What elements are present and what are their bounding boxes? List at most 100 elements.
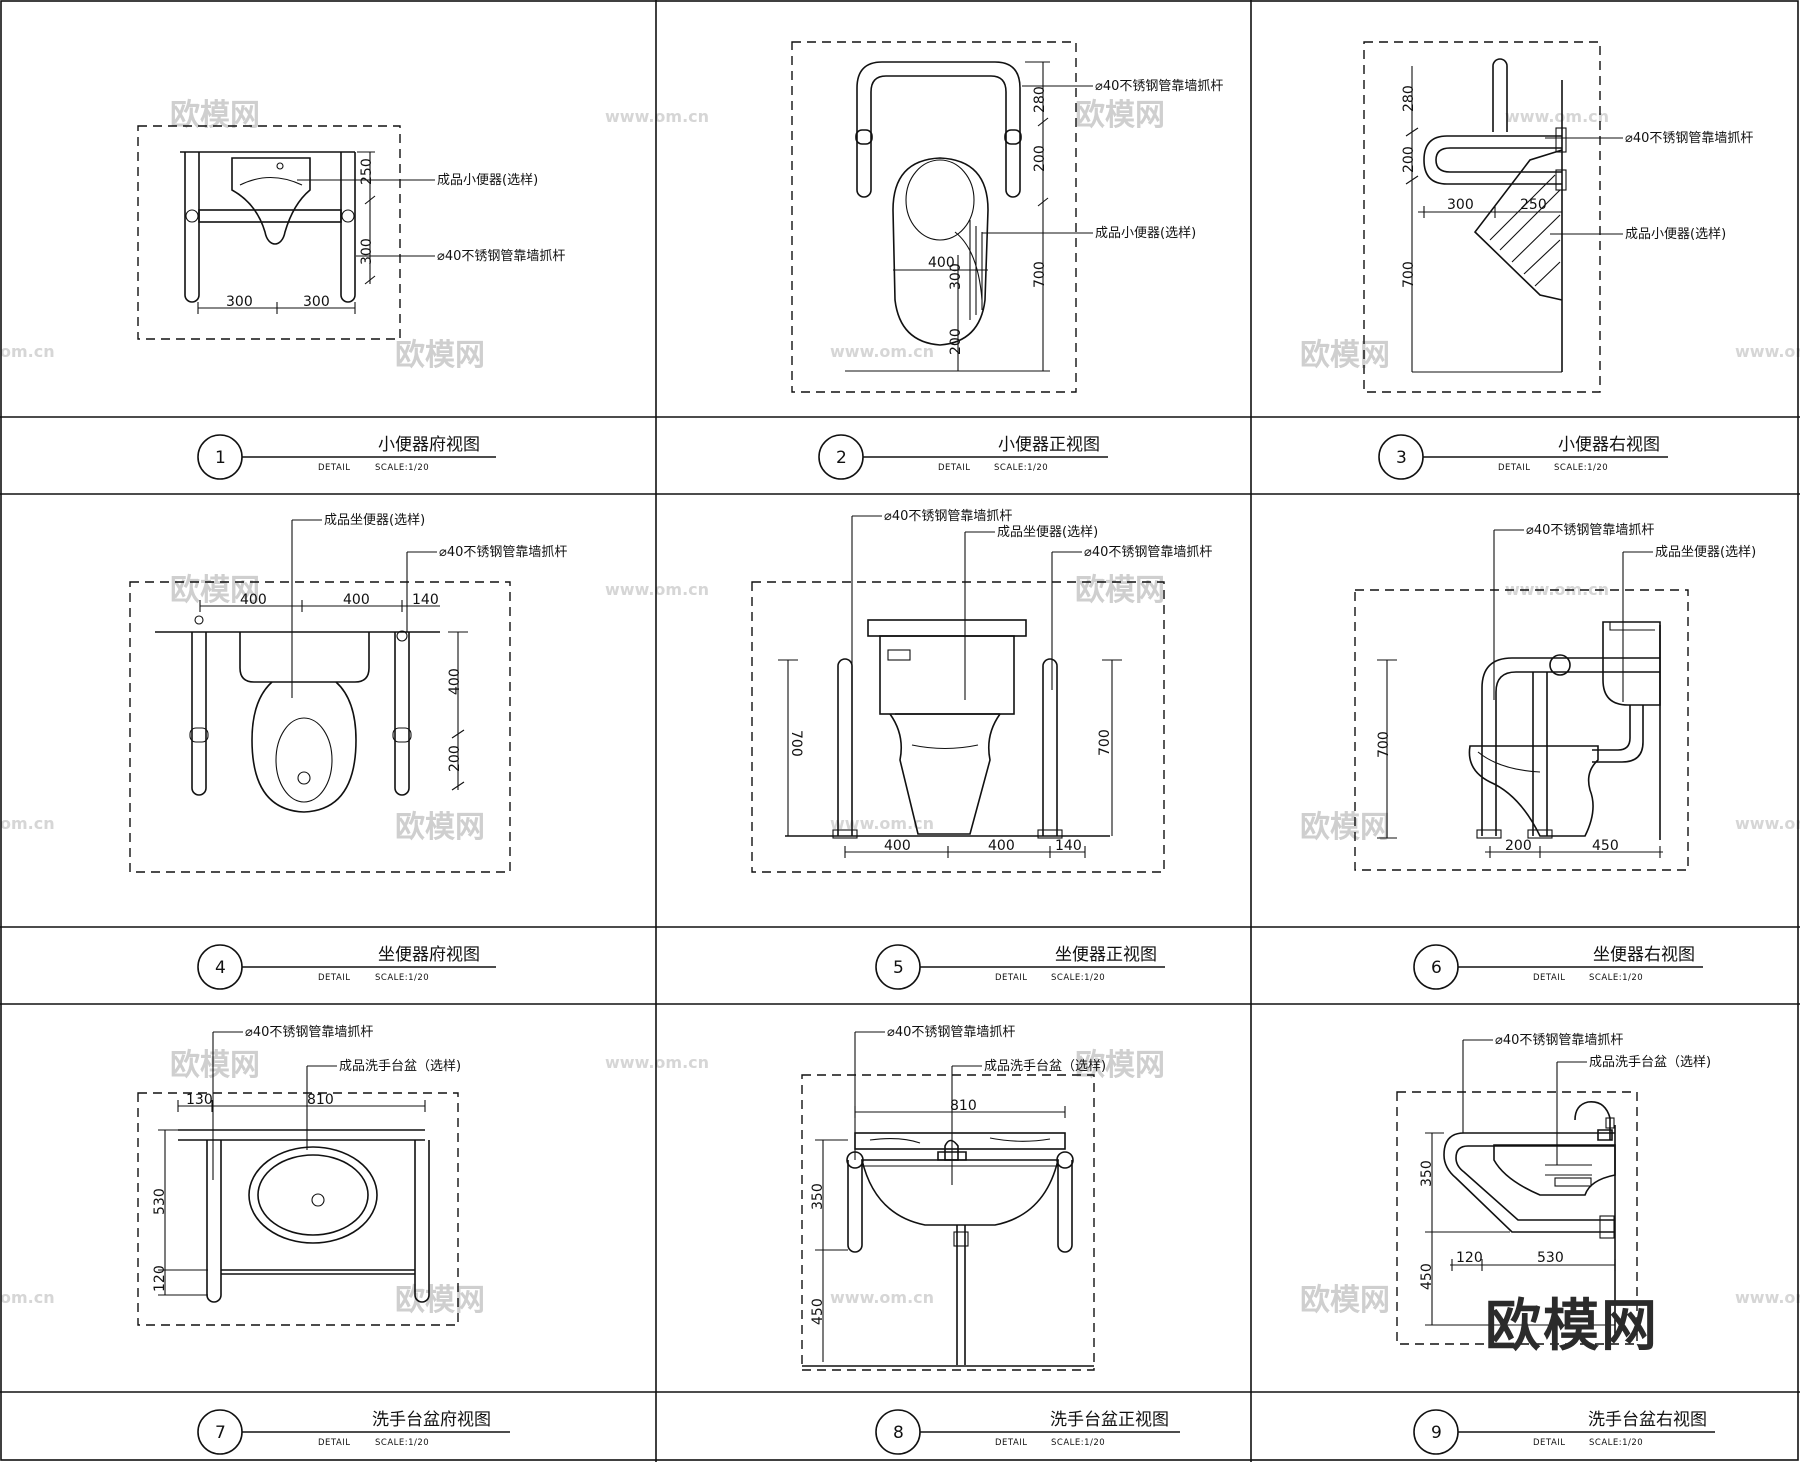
callout-grab-bar: ⌀40不锈钢管靠墙抓杆 xyxy=(245,1025,373,1040)
title-block-2: 2 小便器正视图 DETAIL SCALE:1/20 xyxy=(818,434,1108,480)
svg-text:om.cn: om.cn xyxy=(0,814,55,833)
svg-text:www.om.cn: www.om.cn xyxy=(605,107,709,126)
svg-text:欧模网: 欧模网 xyxy=(170,98,260,133)
view-title: 小便器府视图 xyxy=(378,435,480,455)
svg-text:400: 400 xyxy=(988,838,1015,854)
svg-text:350: 350 xyxy=(1419,1160,1435,1187)
svg-text:3: 3 xyxy=(1396,448,1407,468)
svg-text:700: 700 xyxy=(1097,729,1113,756)
panel-3-urinal-side-view: 280 200 700 300 250 ⌀40不锈钢管靠墙抓杆 成品小便器(选样… xyxy=(1363,41,1753,393)
svg-text:700: 700 xyxy=(1032,261,1048,288)
svg-text:200: 200 xyxy=(447,745,463,772)
callout-grab-bar: ⌀40不锈钢管靠墙抓杆 xyxy=(1095,79,1223,94)
svg-text:SCALE:1/20: SCALE:1/20 xyxy=(1589,973,1643,983)
callout-toilet: 成品坐便器(选样) xyxy=(324,513,425,528)
svg-text:www.om.cn: www.om.cn xyxy=(605,580,709,599)
svg-text:欧模网: 欧模网 xyxy=(395,1283,485,1318)
watermarks: 欧模网 www.om.cn 欧模网 www.om.cn om.cn 欧模网 ww… xyxy=(0,98,1800,1318)
svg-text:www.om.cn: www.om.cn xyxy=(830,814,934,833)
svg-text:www.om.cn: www.om.cn xyxy=(1735,1288,1800,1307)
callout-basin: 成品洗手台盆（选样) xyxy=(1589,1055,1711,1070)
callout-urinal: 成品小便器(选样) xyxy=(1095,226,1196,241)
callout-grab-bar: ⌀40不锈钢管靠墙抓杆 xyxy=(1526,523,1654,538)
svg-text:530: 530 xyxy=(1537,1250,1564,1266)
svg-text:280: 280 xyxy=(1401,85,1417,112)
svg-text:5: 5 xyxy=(893,958,904,978)
svg-text:SCALE:1/20: SCALE:1/20 xyxy=(375,973,429,983)
title-block-4: 4 坐便器府视图 DETAIL SCALE:1/20 xyxy=(197,944,496,990)
svg-text:欧模网: 欧模网 xyxy=(395,338,485,373)
svg-text:350: 350 xyxy=(810,1183,826,1210)
svg-text:SCALE:1/20: SCALE:1/20 xyxy=(375,1438,429,1448)
svg-text:DETAIL: DETAIL xyxy=(1498,463,1531,473)
title-block-8: 8 洗手台盆正视图 DETAIL SCALE:1/20 xyxy=(875,1409,1180,1455)
svg-text:欧模网: 欧模网 xyxy=(1300,810,1390,845)
callout-grab-bar: ⌀40不锈钢管靠墙抓杆 xyxy=(1495,1033,1623,1048)
svg-text:7: 7 xyxy=(215,1423,226,1443)
svg-text:www.om.cn: www.om.cn xyxy=(605,1053,709,1072)
panel-7-basin-top-view: 130 810 530 120 ⌀40不锈钢管靠墙抓杆 成品洗手台盆（选样) xyxy=(137,1025,461,1326)
svg-text:欧模网: 欧模网 xyxy=(1075,573,1165,608)
svg-text:250: 250 xyxy=(359,158,375,185)
svg-text:8: 8 xyxy=(893,1423,904,1443)
svg-text:欧模网: 欧模网 xyxy=(1300,1283,1390,1318)
svg-text:700: 700 xyxy=(788,730,804,757)
svg-text:欧模网: 欧模网 xyxy=(1300,338,1390,373)
svg-text:810: 810 xyxy=(950,1098,977,1114)
svg-text:450: 450 xyxy=(1419,1263,1435,1290)
svg-text:DETAIL: DETAIL xyxy=(995,973,1028,983)
callout-grab-bar-right: ⌀40不锈钢管靠墙抓杆 xyxy=(1084,545,1212,560)
title-block-9: 9 洗手台盆右视图 DETAIL SCALE:1/20 xyxy=(1413,1409,1715,1455)
svg-text:300: 300 xyxy=(1447,197,1474,213)
svg-text:200: 200 xyxy=(1032,145,1048,172)
title-block-3: 3 小便器右视图 DETAIL SCALE:1/20 xyxy=(1378,434,1668,480)
svg-text:120: 120 xyxy=(152,1265,168,1292)
svg-text:DETAIL: DETAIL xyxy=(1533,973,1566,983)
svg-text:DETAIL: DETAIL xyxy=(318,463,351,473)
svg-text:om.cn: om.cn xyxy=(0,342,55,361)
view-title: 小便器右视图 xyxy=(1558,435,1660,455)
svg-text:300: 300 xyxy=(359,238,375,265)
callout-grab-bar: ⌀40不锈钢管靠墙抓杆 xyxy=(439,545,567,560)
site-logo: 欧模网 xyxy=(1485,1294,1659,1359)
title-block-7: 7 洗手台盆府视图 DETAIL SCALE:1/20 xyxy=(197,1409,510,1455)
svg-text:2: 2 xyxy=(836,448,847,468)
svg-text:120: 120 xyxy=(1456,1250,1483,1266)
svg-text:欧模网: 欧模网 xyxy=(1075,98,1165,133)
panel-4-toilet-top-view: 400 400 140 400 200 成品坐便器(选样) ⌀40不锈钢管靠墙抓… xyxy=(129,513,567,873)
svg-text:SCALE:1/20: SCALE:1/20 xyxy=(1554,463,1608,473)
svg-text:www.om.cn: www.om.cn xyxy=(830,342,934,361)
view-title: 洗手台盆右视图 xyxy=(1588,1410,1707,1430)
svg-text:SCALE:1/20: SCALE:1/20 xyxy=(1051,1438,1105,1448)
svg-text:700: 700 xyxy=(1401,261,1417,288)
title-block-1: 1 小便器府视图 DETAIL SCALE:1/20 xyxy=(197,434,496,480)
panel-1-urinal-top-view: 250 300 300 300 成品小便器(选样) ⌀40不锈钢管靠墙抓杆 xyxy=(137,125,565,340)
svg-text:200: 200 xyxy=(1401,146,1417,173)
callout-grab-bar-left: ⌀40不锈钢管靠墙抓杆 xyxy=(884,509,1012,524)
view-title: 坐便器右视图 xyxy=(1593,945,1695,965)
svg-text:700: 700 xyxy=(1376,731,1392,758)
title-block-5: 5 坐便器正视图 DETAIL SCALE:1/20 xyxy=(875,944,1165,990)
svg-text:130: 130 xyxy=(186,1092,213,1108)
panel-9-basin-side-view: 350 450 120 530 ⌀40不锈钢管靠墙抓杆 成品洗手台盆（选样) xyxy=(1396,1033,1711,1345)
svg-text:400: 400 xyxy=(928,255,955,271)
panel-6-toilet-side-view: 700 200 450 ⌀40不锈钢管靠墙抓杆 成品坐便器(选样) xyxy=(1354,523,1756,871)
callout-toilet: 成品坐便器(选样) xyxy=(997,525,1098,540)
svg-text:欧模网: 欧模网 xyxy=(395,810,485,845)
callout-basin: 成品洗手台盆（选样) xyxy=(339,1059,461,1074)
svg-text:450: 450 xyxy=(810,1298,826,1325)
svg-text:SCALE:1/20: SCALE:1/20 xyxy=(994,463,1048,473)
callout-urinal: 成品小便器(选样) xyxy=(1625,227,1726,242)
svg-text:810: 810 xyxy=(307,1092,334,1108)
view-title: 小便器正视图 xyxy=(998,435,1100,455)
svg-text:欧模网: 欧模网 xyxy=(170,1048,260,1083)
svg-text:200: 200 xyxy=(948,328,964,355)
svg-text:400: 400 xyxy=(884,838,911,854)
panel-5-toilet-front-view: 700 700 400 400 140 ⌀40不锈钢管靠墙抓杆 成品坐便器(选样… xyxy=(751,509,1212,873)
svg-text:欧模网: 欧模网 xyxy=(1075,1048,1165,1083)
svg-text:www.om.cn: www.om.cn xyxy=(1735,814,1800,833)
svg-text:www.om.cn: www.om.cn xyxy=(1505,107,1609,126)
svg-text:200: 200 xyxy=(1505,838,1532,854)
title-blocks: 1 小便器府视图 DETAIL SCALE:1/20 2 小便器正视图 DETA… xyxy=(197,434,1715,1455)
